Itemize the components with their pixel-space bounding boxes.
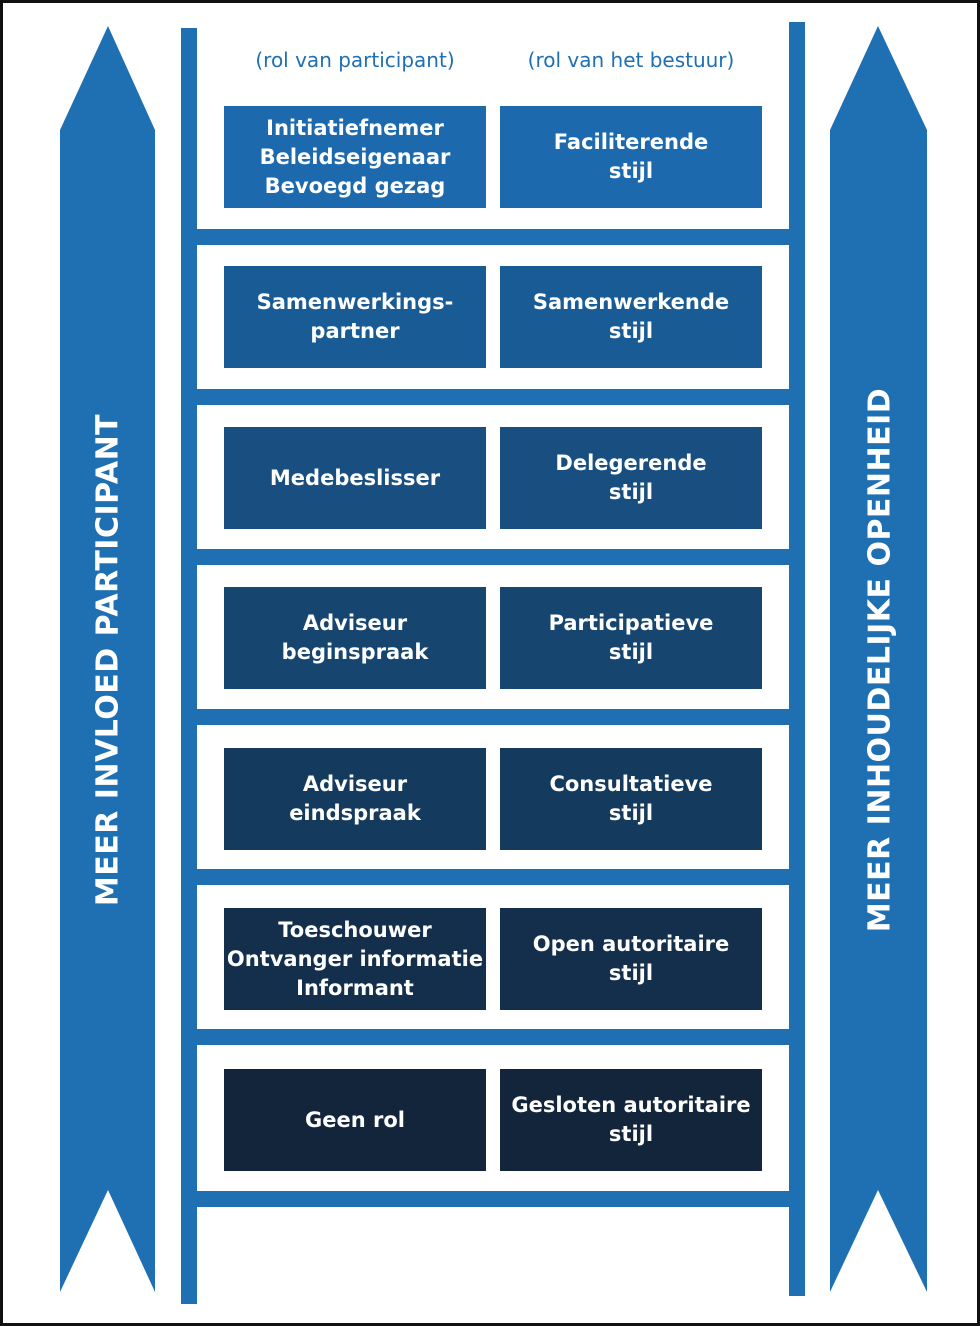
- governance-style-box: Gesloten autoritaire stijl: [500, 1069, 762, 1171]
- ladder-rung: [184, 389, 804, 405]
- right-up-arrow: [830, 26, 927, 1292]
- participant-role-box: Geen rol: [224, 1069, 486, 1171]
- ladder-rung: [184, 549, 804, 565]
- participant-role-box: Medebeslisser: [224, 427, 486, 529]
- participant-role-box: Toeschouwer Ontvanger informatie Informa…: [224, 908, 486, 1010]
- ladder-rung: [184, 229, 804, 245]
- governance-style-box: Samenwerkende stijl: [500, 266, 762, 368]
- left-arrow-label: MEER INVLOED PARTICIPANT: [90, 413, 126, 907]
- ladder-rung: [184, 1191, 804, 1207]
- governance-style-box: Faciliterende stijl: [500, 106, 762, 208]
- governance-style-box: Delegerende stijl: [500, 427, 762, 529]
- participant-role-box: Samenwerkings- partner: [224, 266, 486, 368]
- governance-style-box: Open autoritaire stijl: [500, 908, 762, 1010]
- ladder-rung: [184, 1029, 804, 1045]
- right-arrow-label: MEER INHOUDELIJKE OPENHEID: [862, 387, 898, 933]
- participant-role-header: (rol van participant): [255, 48, 455, 72]
- participant-role-box: Initiatiefnemer Beleidseigenaar Bevoegd …: [224, 106, 486, 208]
- left-up-arrow: [60, 26, 155, 1292]
- governance-role-header: (rol van het bestuur): [527, 48, 735, 72]
- ladder-rung: [184, 869, 804, 885]
- governance-style-box: Participatieve stijl: [500, 587, 762, 689]
- participant-role-box: Adviseur eindspraak: [224, 748, 486, 850]
- ladder-rung: [184, 709, 804, 725]
- governance-style-box: Consultatieve stijl: [500, 748, 762, 850]
- ladder-right-rail: [789, 22, 805, 1296]
- ladder-left-rail: [181, 28, 197, 1304]
- participant-role-box: Adviseur beginspraak: [224, 587, 486, 689]
